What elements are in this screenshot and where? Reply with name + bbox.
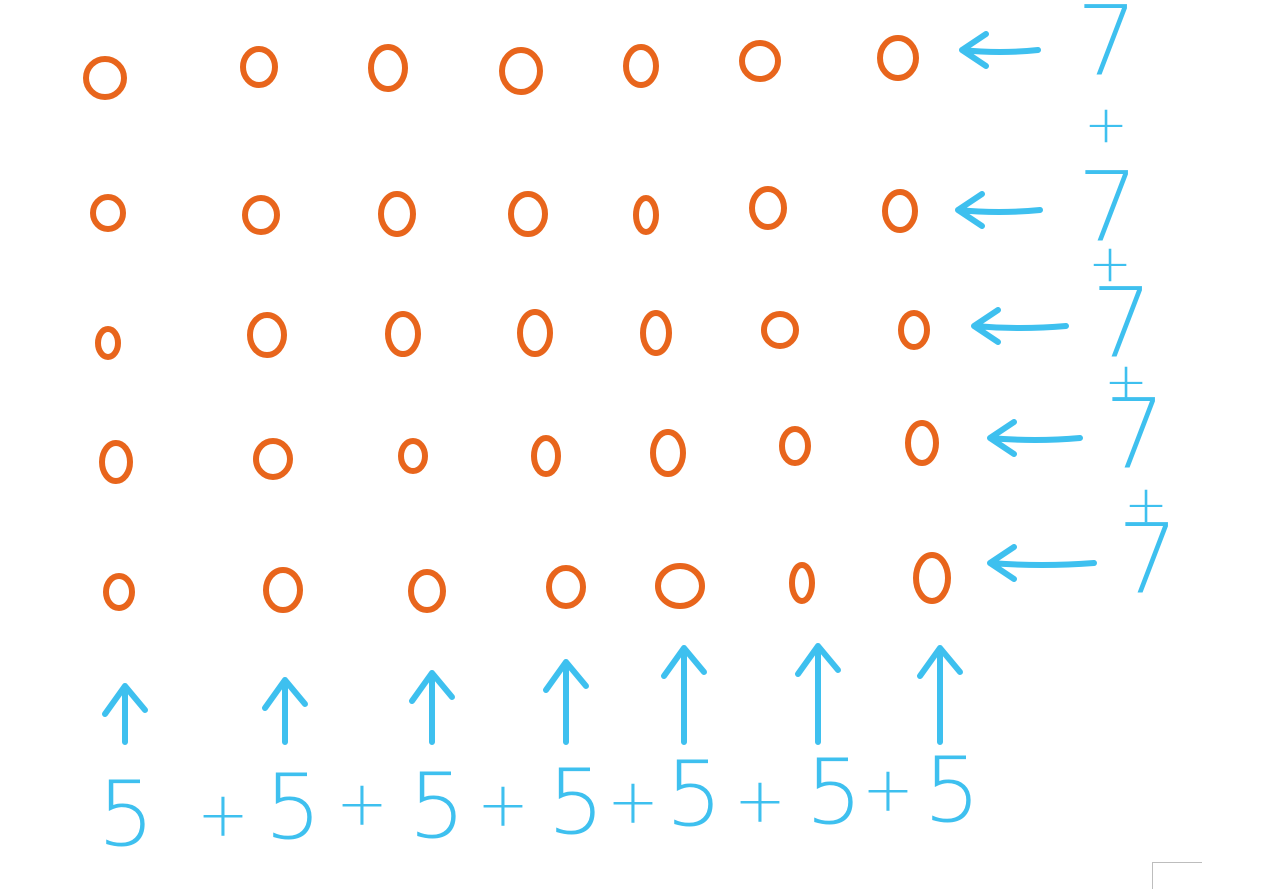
dots-array (83, 35, 951, 613)
row-plus-3: + (1104, 352, 1148, 412)
dot-r3-c3 (385, 311, 421, 357)
dot-r4-c6 (779, 426, 811, 466)
column-arrow-4 (543, 659, 589, 745)
dot-r1-c1 (83, 56, 127, 100)
row-arrow-3 (971, 307, 1069, 345)
row-label-4: 7 (1104, 378, 1165, 490)
dot-r3-c6 (761, 311, 799, 349)
dot-r4-c5 (650, 429, 686, 477)
dot-r5-c4 (546, 565, 586, 609)
row-plus-1: + (1084, 95, 1128, 155)
dot-r3-c5 (640, 310, 672, 356)
row-label-2: 7 (1077, 151, 1138, 263)
dot-r1-c6 (739, 40, 781, 82)
column-label-3: 5 (408, 754, 465, 859)
column-arrows (102, 643, 963, 745)
dot-r2-c6 (749, 186, 787, 230)
column-label-7: 5 (923, 738, 980, 843)
column-label-6: 5 (805, 740, 862, 845)
column-plus-2: + (336, 767, 388, 840)
row-arrow-2 (955, 191, 1043, 229)
column-plus-4: + (607, 765, 659, 838)
column-arrow-3 (409, 670, 455, 745)
row-label-5: 7 (1117, 503, 1178, 615)
row-arrow-5 (987, 544, 1097, 582)
dot-r3-c4 (517, 309, 553, 357)
dot-r1-c2 (240, 46, 278, 88)
column-arrow-6 (795, 643, 841, 745)
column-arrow-1 (102, 683, 148, 745)
column-arrow-2 (262, 677, 308, 745)
dot-r5-c7 (913, 552, 951, 604)
dot-r4-c2 (253, 438, 293, 480)
dot-r2-c5 (633, 195, 659, 235)
dot-r3-c2 (247, 312, 287, 358)
column-label-1: 5 (97, 762, 154, 867)
dot-r2-c2 (242, 195, 280, 235)
page-corner-mark (1152, 862, 1202, 889)
dot-r3-c7 (898, 310, 930, 350)
dot-r1-c4 (499, 47, 543, 95)
column-plus-5: + (734, 764, 786, 837)
dot-r5-c6 (789, 562, 815, 604)
dot-r2-c3 (378, 191, 416, 237)
column-plus-1: + (197, 778, 249, 851)
row-arrows (955, 31, 1097, 582)
dot-r4-c4 (531, 435, 561, 477)
dot-r3-c1 (95, 326, 121, 360)
column-label-4: 5 (547, 750, 604, 855)
row-plus-2: + (1088, 234, 1132, 294)
dot-r4-c3 (398, 438, 428, 474)
column-arrow-5 (661, 645, 707, 745)
dot-r1-c5 (623, 44, 659, 88)
row-arrow-1 (959, 31, 1041, 69)
dot-r5-c2 (263, 567, 303, 613)
dot-r1-c3 (368, 44, 408, 92)
column-plus-6: + (862, 753, 914, 826)
dot-r4-c1 (99, 440, 133, 484)
dot-r4-c7 (905, 420, 939, 466)
column-arrow-7 (917, 645, 963, 745)
column-plus-3: + (477, 768, 529, 841)
dot-r2-c4 (508, 191, 548, 237)
column-label-2: 5 (264, 755, 321, 860)
dot-r2-c7 (882, 189, 918, 233)
dot-r5-c1 (103, 573, 135, 611)
dot-r5-c3 (408, 569, 446, 613)
row-arrow-4 (987, 419, 1083, 457)
row-plus-4: + (1124, 475, 1168, 535)
dot-r2-c1 (90, 194, 126, 232)
row-label-3: 7 (1091, 267, 1152, 379)
column-label-5: 5 (665, 742, 722, 847)
dot-r1-c7 (877, 35, 919, 81)
dot-r5-c5 (655, 563, 705, 609)
row-label-1: 7 (1076, 0, 1137, 97)
